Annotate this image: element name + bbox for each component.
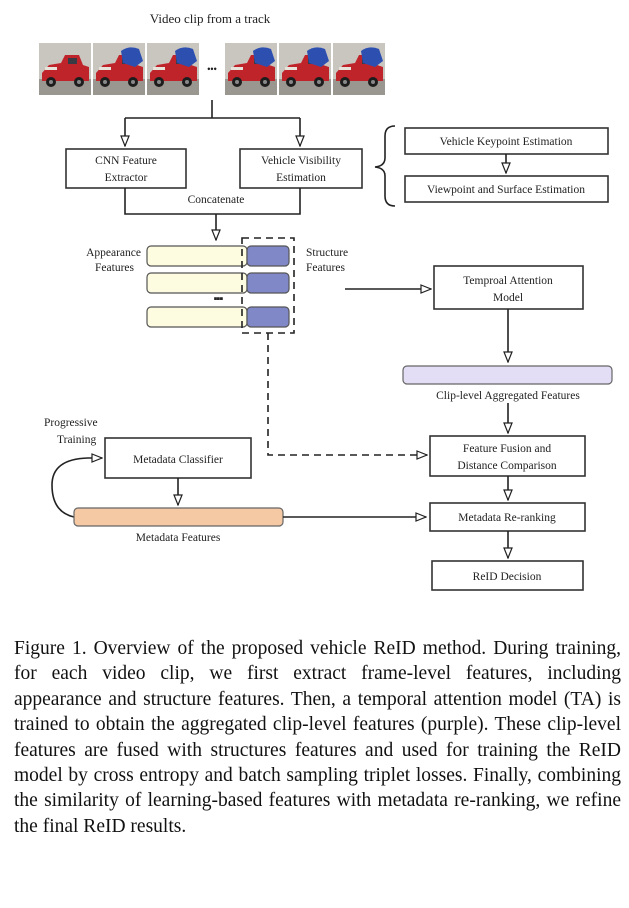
connector-line <box>125 100 300 119</box>
ta-label-line1: Temproal Attention <box>463 275 553 287</box>
visibility-label-line2: Estimation <box>276 172 326 184</box>
metadata-classifier-label: Metadata Classifier <box>133 454 223 466</box>
fusion-label-line1: Feature Fusion and <box>463 443 551 455</box>
fusion-label-line2: Distance Comparison <box>457 460 557 472</box>
appearance-label-line2: Features <box>95 262 134 274</box>
appearance-feature-bar <box>146 245 248 267</box>
video-frame-thumbnail <box>279 43 331 95</box>
video-frame-thumbnail <box>333 43 385 95</box>
viewpoint-estimation-box <box>404 175 609 203</box>
metadata-classifier-box <box>104 437 252 479</box>
metadata-reranking-box <box>429 502 586 532</box>
curly-brace <box>374 125 396 207</box>
keypoint-estimation-box <box>404 127 609 155</box>
method-overview-diagram: Video clip from a track ••• CNN Feature … <box>39 11 613 591</box>
appearance-label-line1: Appearance <box>86 247 141 259</box>
appearance-features <box>146 245 248 328</box>
video-frame-thumbnail <box>39 43 91 95</box>
dashed-structure-to-fusion <box>267 333 424 456</box>
video-frame-thumbnail <box>147 43 199 95</box>
video-clip-title: Video clip from a track <box>150 11 271 26</box>
structure-features <box>246 245 290 328</box>
reranking-label: Metadata Re-ranking <box>458 512 556 524</box>
clip-level-feature-bar <box>402 365 613 385</box>
viewpoint-label: Viewpoint and Surface Estimation <box>427 184 585 196</box>
decision-label: ReID Decision <box>473 571 542 583</box>
metadata-feature-bar <box>73 507 284 527</box>
concatenate-label: Concatenate <box>188 194 245 206</box>
reid-decision-box <box>431 560 584 591</box>
progressive-label-line2: Training <box>57 434 96 446</box>
structure-feature-bar <box>246 306 290 328</box>
video-frame-thumbnail <box>93 43 145 95</box>
appearance-feature-bar <box>146 272 248 294</box>
figure-caption: Figure 1. Overview of the proposed vehic… <box>14 638 621 837</box>
structure-label-line1: Structure <box>306 247 348 259</box>
frames-ellipsis: ••• <box>207 64 216 74</box>
progressive-label-line1: Progressive <box>44 417 98 429</box>
visibility-label-line1: Vehicle Visibility <box>261 155 341 167</box>
progressive-training-loop <box>51 458 102 518</box>
structure-feature-bar <box>246 272 290 294</box>
cnn-label-line2: Extractor <box>105 172 148 184</box>
keypoint-label: Vehicle Keypoint Estimation <box>440 136 573 148</box>
vehicle-visibility-box <box>239 148 363 189</box>
metadata-features-label: Metadata Features <box>136 532 221 544</box>
video-frame-thumbnail <box>225 43 277 95</box>
cnn-feature-extractor-box <box>65 148 187 189</box>
cnn-label-line1: CNN Feature <box>95 155 157 167</box>
feature-fusion-box <box>429 435 586 477</box>
ta-label-line2: Model <box>493 292 523 304</box>
structure-label-line2: Features <box>306 262 345 274</box>
clip-level-label: Clip-level Aggregated Features <box>436 390 580 402</box>
feature-rows-ellipsis: ▪▪▪ <box>214 293 224 305</box>
concatenate-lines <box>124 188 301 215</box>
appearance-feature-bar <box>146 306 248 328</box>
structure-feature-bar <box>246 245 290 267</box>
